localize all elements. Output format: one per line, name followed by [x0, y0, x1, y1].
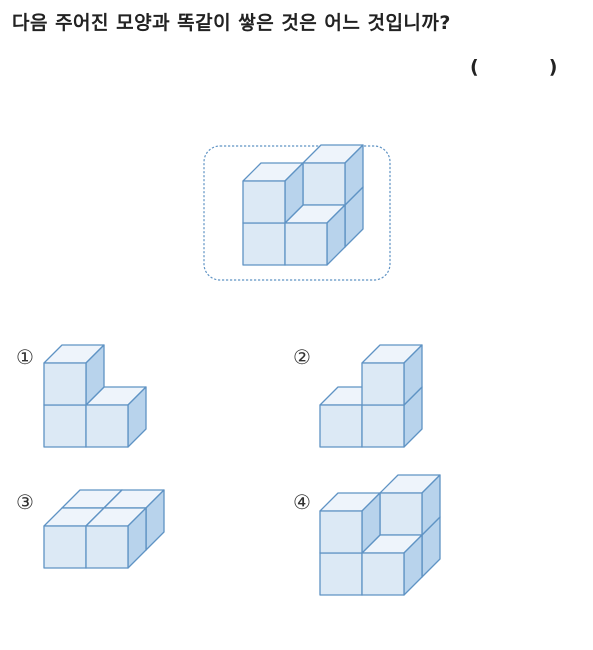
option-4-label: ④: [293, 490, 311, 514]
cube-front-face: [284, 222, 328, 266]
cube-front-face: [242, 222, 286, 266]
cube-front-face: [319, 552, 363, 596]
option-4-figure[interactable]: [319, 474, 441, 598]
cube-front-face: [43, 525, 87, 569]
cube-front-face: [43, 362, 87, 406]
answer-blank[interactable]: (): [470, 56, 557, 78]
option-2-cubes: [319, 344, 423, 448]
option-3-cubes: [43, 489, 165, 569]
cube-front-face: [319, 404, 363, 448]
cube-front-face: [361, 362, 405, 406]
cube-front-face: [319, 510, 363, 554]
option-1-figure[interactable]: [43, 344, 154, 450]
option-3-label: ③: [16, 490, 34, 514]
cube-front-face: [85, 525, 129, 569]
answer-open-paren: (: [470, 56, 479, 78]
answer-close-paren: ): [548, 56, 558, 78]
cube-front-face: [361, 404, 405, 448]
given-shape-frame: [203, 145, 391, 281]
cube-front-face: [361, 552, 405, 596]
question-text: 다음 주어진 모양과 똑같이 쌓은 것은 어느 것입니까?: [12, 12, 451, 34]
cube-front-face: [302, 162, 346, 206]
option-1-cubes: [43, 344, 147, 448]
option-1-label: ①: [16, 345, 34, 369]
cube-front-face: [379, 492, 423, 536]
given-shape-cubes: [242, 144, 364, 266]
cube-front-face: [43, 404, 87, 448]
given-shape-figure: [203, 144, 391, 281]
option-2-label: ②: [293, 345, 311, 369]
cube-front-face: [242, 180, 286, 224]
option-2-figure[interactable]: [319, 344, 434, 450]
cube-front-face: [85, 404, 129, 448]
option-4-cubes: [319, 474, 441, 596]
option-3-figure[interactable]: [43, 488, 165, 570]
